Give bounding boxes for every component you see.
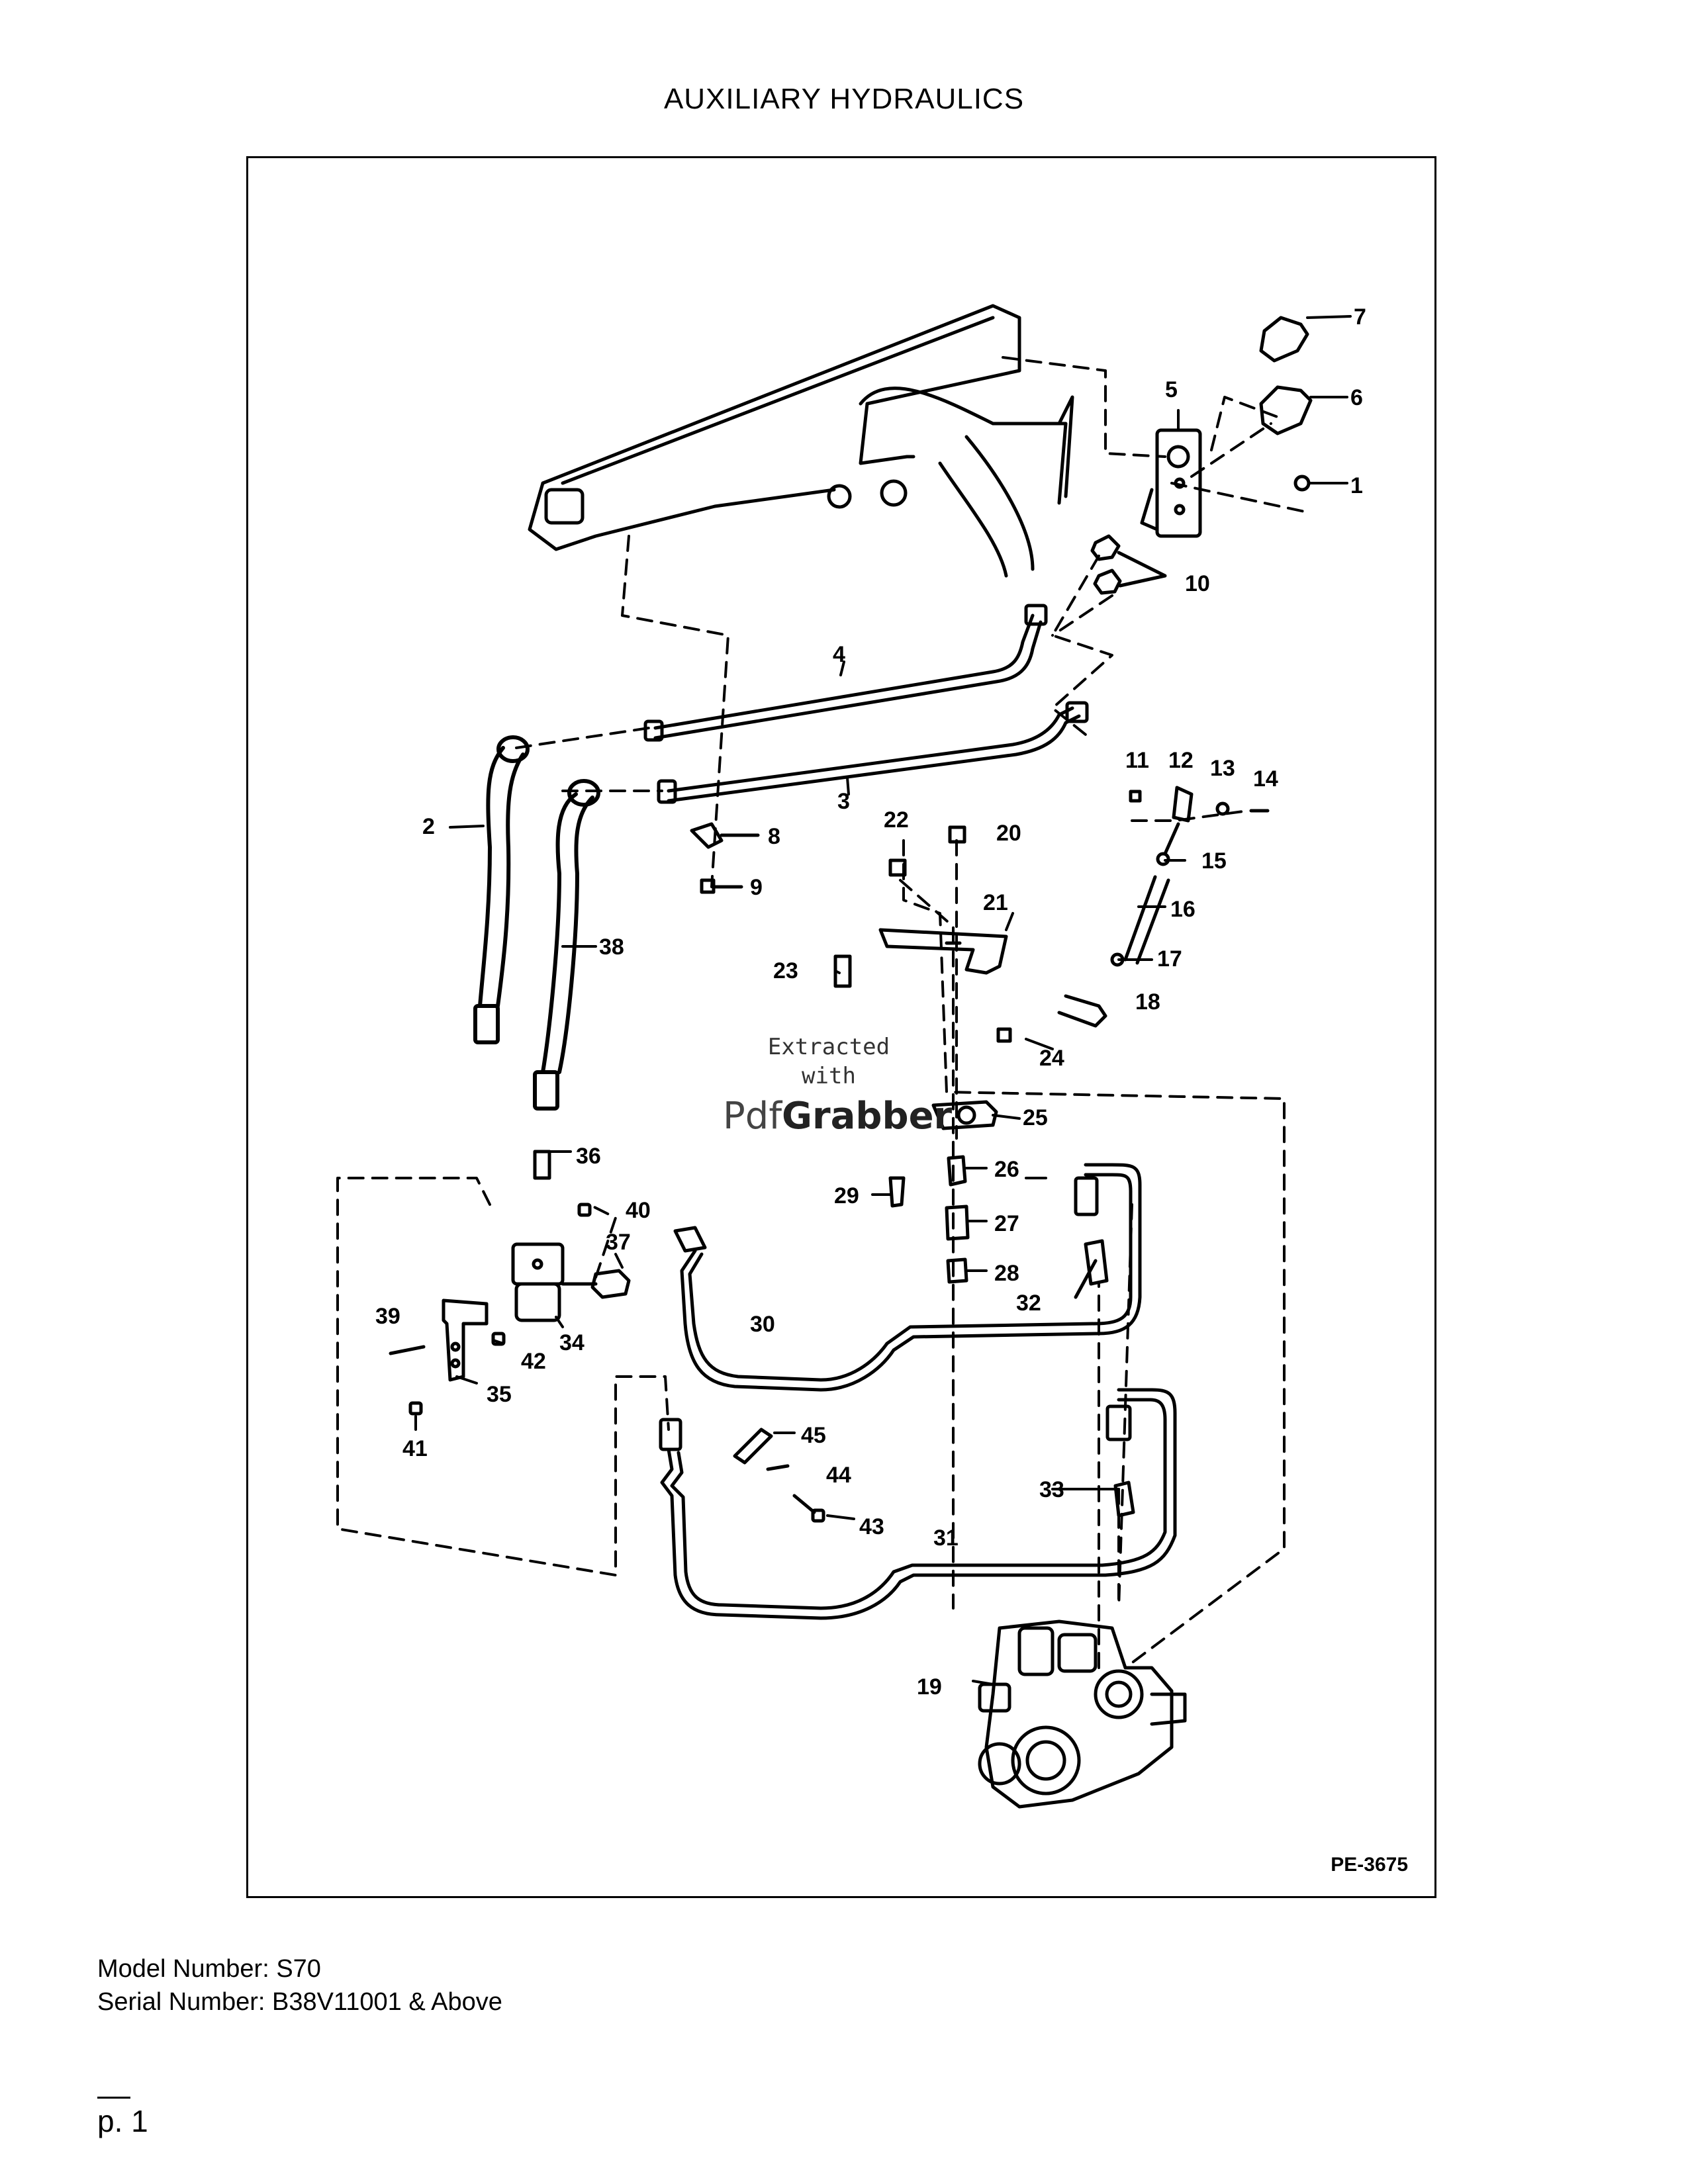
callout-1: 1 [1350,473,1363,498]
callout-36: 36 [576,1144,601,1169]
callout-29: 29 [834,1183,859,1208]
callout-12: 12 [1168,748,1194,773]
watermark-brand: PdfGrabber [723,1095,952,1138]
control-valve-19 [978,1619,1187,1809]
valve-stack-parts [888,1100,998,1284]
callout-45: 45 [801,1423,826,1448]
callout-27: 27 [994,1211,1019,1236]
callout-44: 44 [826,1463,851,1488]
watermark-line-1: Extracted [767,1034,890,1060]
diagram-frame: PE-3675 [246,156,1436,1898]
callout-2: 2 [422,814,435,839]
callout-31: 31 [933,1525,959,1551]
callout-30: 30 [750,1312,775,1337]
small-parts [690,822,760,894]
callout-23: 23 [773,958,798,983]
callout-leaders [414,315,1352,1686]
callout-39: 39 [375,1304,400,1329]
callout-22: 22 [884,807,909,833]
callout-11: 11 [1125,748,1149,773]
callout-16: 16 [1170,897,1196,922]
page-divider [97,2097,130,2099]
fittings-10 [1090,534,1167,595]
callout-20: 20 [996,821,1021,846]
figure-reference: PE-3675 [1331,1854,1408,1876]
callout-40: 40 [626,1198,651,1223]
callout-8: 8 [768,824,780,849]
page-number: p. 1 [97,2104,148,2138]
callout-6: 6 [1350,385,1363,410]
callout-33: 33 [1039,1477,1064,1502]
watermark-line-2: with [802,1063,856,1089]
callout-34: 34 [559,1330,585,1355]
callout-3: 3 [837,789,850,814]
callout-9: 9 [750,875,763,900]
callout-26: 26 [994,1157,1019,1182]
callout-19: 19 [917,1674,942,1700]
valve-34 [389,1150,631,1416]
callout-4: 4 [833,642,845,667]
tube-assemblies [643,604,1089,804]
callout-25: 25 [1023,1105,1048,1130]
tube-30 [673,1163,1142,1392]
watermark-brand-a: Pdf [723,1095,782,1138]
callout-42: 42 [521,1349,546,1374]
tube-31 [659,1388,1177,1620]
footer-info: Model Number: S70 Serial Number: B38V110… [97,1952,502,2019]
serial-number: Serial Number: B38V11001 & Above [97,1988,502,2016]
callout-15: 15 [1201,848,1227,874]
model-number: Model Number: S70 [97,1955,321,1983]
callout-32: 32 [1016,1291,1041,1316]
callout-37: 37 [606,1230,631,1255]
callout-17: 17 [1157,946,1182,972]
callout-5: 5 [1165,377,1178,402]
callout-24: 24 [1039,1046,1064,1071]
callout-38: 38 [599,934,624,960]
loader-arm [528,304,1074,578]
pdfgrabber-watermark: Extracted with PdfGrabber [723,1032,952,1138]
callout-13: 13 [1210,756,1235,781]
watermark-brand-b: Grabber [782,1095,953,1138]
fitting-32 [1074,1239,1109,1299]
callout-numbers: 1 2 3 4 5 6 7 8 9 10 11 12 13 14 15 16 1… [375,304,1366,1700]
callout-28: 28 [994,1261,1019,1286]
callout-21: 21 [983,890,1008,915]
hoses [473,735,600,1111]
callout-35: 35 [487,1382,512,1407]
callout-10: 10 [1185,571,1210,596]
page-title: AUXILIARY HYDRAULICS [663,83,1025,115]
callout-14: 14 [1253,766,1278,792]
callout-18: 18 [1135,989,1160,1015]
callout-43: 43 [859,1514,884,1539]
callout-7: 7 [1354,304,1366,330]
parts-43-45 [733,1428,825,1523]
callout-41: 41 [402,1436,428,1461]
